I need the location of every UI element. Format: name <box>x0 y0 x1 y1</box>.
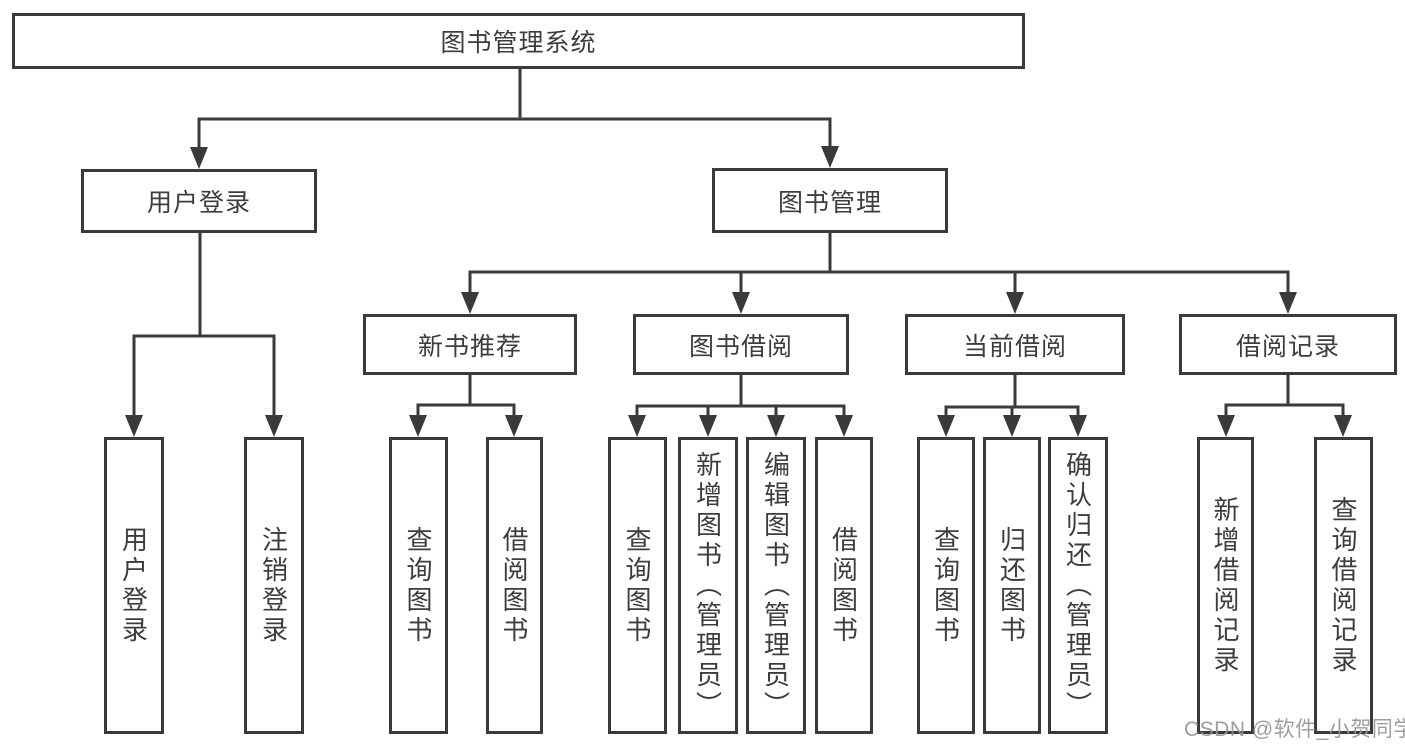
node-new-book-recommend-label: 新书推荐 <box>417 332 522 361</box>
node-book-management: 图书管理 <box>712 168 948 233</box>
leaf-query-books-2-label: 查询图书 <box>622 525 652 646</box>
leaf-query-borrow-record-label: 查询借阅记录 <box>1328 495 1358 676</box>
leaf-add-books-admin: 新增图书（管理员） <box>678 437 738 734</box>
node-current-borrowing-label: 当前借阅 <box>962 332 1067 361</box>
leaf-query-books-2: 查询图书 <box>608 437 667 734</box>
leaf-add-books-admin-label: 新增图书（管理员） <box>692 450 723 721</box>
leaf-borrow-books-2: 借阅图书 <box>815 437 873 734</box>
leaf-logout: 注销登录 <box>244 437 304 734</box>
leaf-add-borrow-record: 新增借阅记录 <box>1197 437 1254 734</box>
connector-book-mgmt-to-groups <box>461 231 1297 314</box>
leaf-return-books-label: 归还图书 <box>996 525 1027 646</box>
leaf-edit-books-admin-label: 编辑图书（管理员） <box>760 450 791 721</box>
connector-borrow-records-to-leaves <box>1217 372 1352 437</box>
leaf-confirm-return-admin-label: 确认归还（管理员） <box>1062 450 1093 721</box>
leaf-borrow-books-2-label: 借阅图书 <box>828 525 859 646</box>
node-root-label: 图书管理系统 <box>440 29 597 57</box>
connector-root-to-level2 <box>190 65 839 169</box>
connector-book-borrow-to-leaves <box>628 373 853 437</box>
node-book-borrowing: 图书借阅 <box>633 314 849 375</box>
csdn-watermark: CSDN @软件_小贺同学 <box>1184 718 1405 741</box>
leaf-borrow-books-1: 借阅图书 <box>486 437 543 734</box>
leaf-add-borrow-record-label: 新增借阅记录 <box>1210 495 1240 676</box>
leaf-query-books-1: 查询图书 <box>389 437 448 734</box>
leaf-borrow-books-1-label: 借阅图书 <box>499 525 529 646</box>
node-borrow-records: 借阅记录 <box>1179 314 1397 375</box>
leaf-query-borrow-record: 查询借阅记录 <box>1314 437 1373 734</box>
leaf-query-books-1-label: 查询图书 <box>403 525 433 646</box>
leaf-user-login-label: 用户登录 <box>118 525 149 646</box>
node-new-book-recommend: 新书推荐 <box>363 314 577 375</box>
node-user-login-label: 用户登录 <box>146 189 251 217</box>
node-root-library-system: 图书管理系统 <box>12 13 1025 69</box>
leaf-confirm-return-admin: 确认归还（管理员） <box>1048 437 1108 734</box>
leaf-edit-books-admin: 编辑图书（管理员） <box>746 437 806 734</box>
connector-user-login-to-leaves <box>125 231 283 437</box>
connector-new-books-to-leaves <box>409 372 523 437</box>
leaf-query-books-3-label: 查询图书 <box>930 525 961 646</box>
node-borrow-records-label: 借阅记录 <box>1235 332 1340 361</box>
leaf-return-books: 归还图书 <box>983 437 1041 734</box>
leaf-user-login: 用户登录 <box>104 437 164 734</box>
node-user-login: 用户登录 <box>81 169 317 233</box>
connector-current-borrow-to-leaves <box>937 372 1087 437</box>
node-current-borrowing: 当前借阅 <box>905 314 1125 375</box>
leaf-query-books-3: 查询图书 <box>917 437 975 734</box>
node-book-borrowing-label: 图书借阅 <box>688 332 793 361</box>
node-book-management-label: 图书管理 <box>777 188 882 217</box>
leaf-logout-label: 注销登录 <box>258 525 289 646</box>
